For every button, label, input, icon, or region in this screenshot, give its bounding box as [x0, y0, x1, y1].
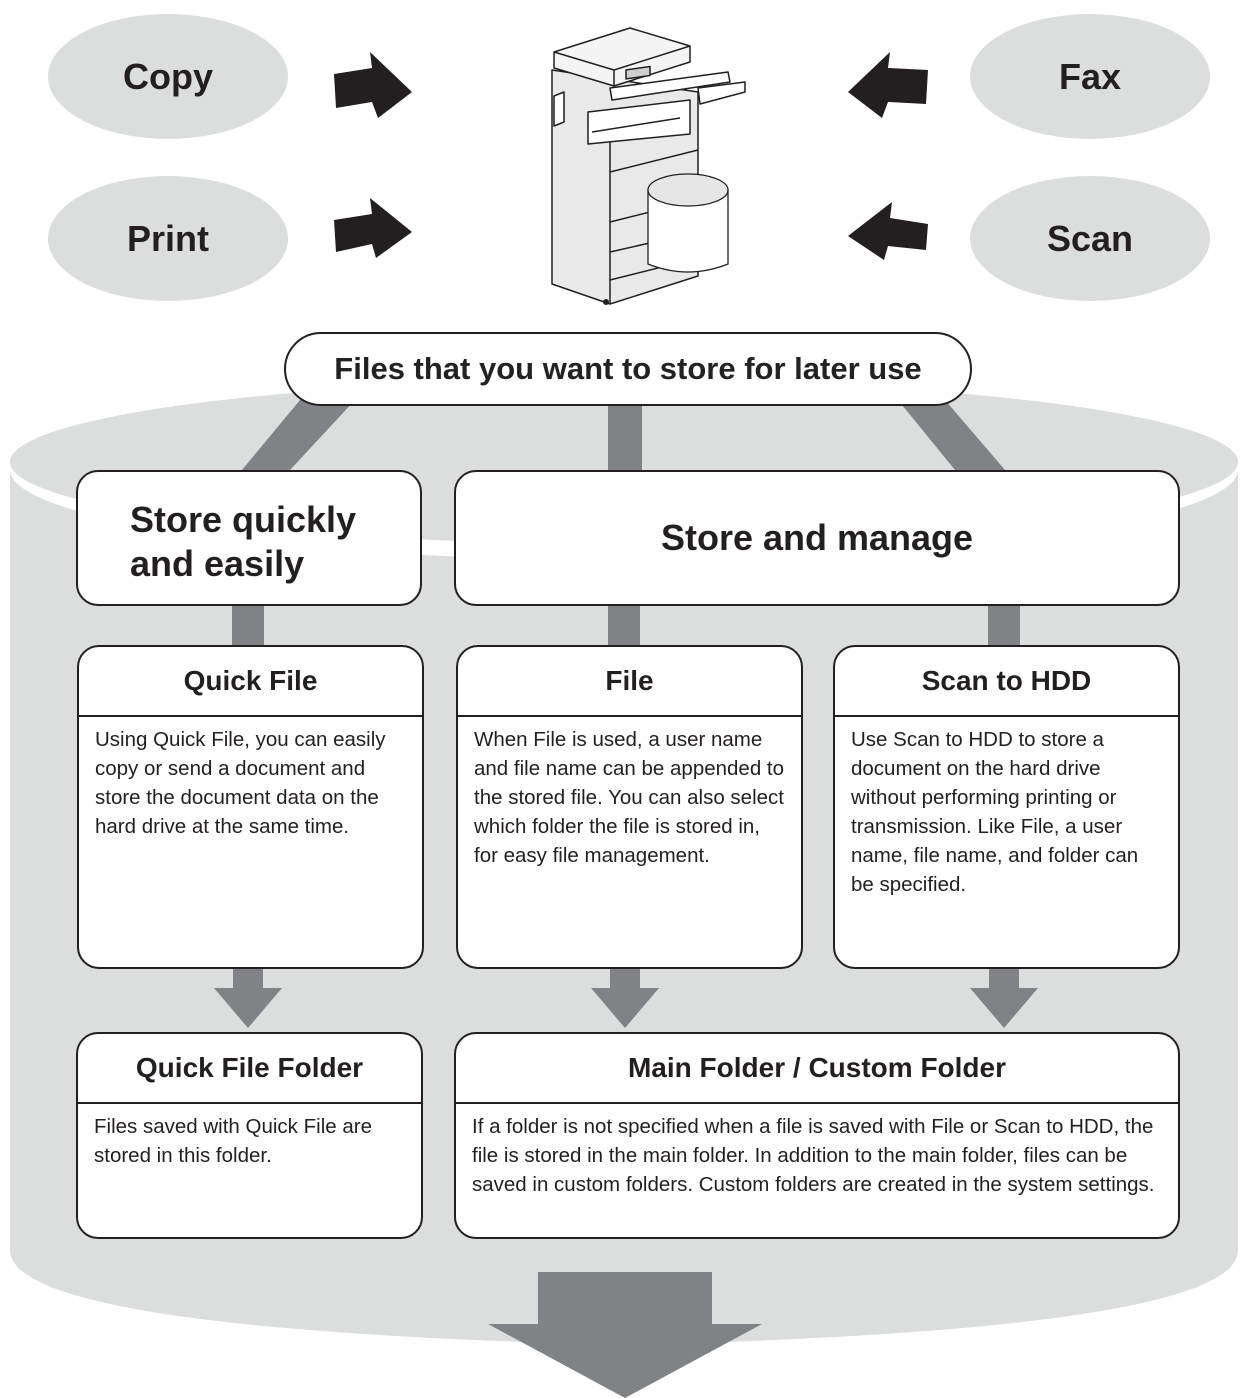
- arrow-left-icon: [848, 52, 928, 118]
- input-scan: Scan: [970, 176, 1210, 301]
- top-label: Files that you want to store for later u…: [334, 351, 922, 386]
- arrow-right-icon: [334, 198, 412, 258]
- mode-scan-to-hdd-text: Use Scan to HDD to store a document on t…: [851, 728, 1139, 896]
- mode-file-title: File: [458, 647, 801, 717]
- category-manage: Store and manage: [454, 470, 1180, 606]
- top-label-box: Files that you want to store for later u…: [284, 332, 972, 406]
- mode-scan-to-hdd-title: Scan to HDD: [835, 647, 1178, 717]
- category-manage-label: Store and manage: [660, 517, 974, 558]
- category-quick: Store quickly and easily: [76, 470, 422, 606]
- mode-quick-file-text: Using Quick File, you can easily copy or…: [95, 728, 386, 838]
- print-label: Print: [126, 217, 209, 259]
- copy-label: Copy: [123, 55, 213, 97]
- mode-file: File When File is used, a user name and …: [456, 645, 803, 969]
- folder-quick-file-title: Quick File Folder: [78, 1034, 421, 1104]
- folder-main-custom: Main Folder / Custom Folder If a folder …: [454, 1032, 1180, 1239]
- mode-quick-file: Quick File Using Quick File, you can eas…: [77, 645, 424, 969]
- folder-main-custom-title: Main Folder / Custom Folder: [456, 1034, 1178, 1104]
- scan-label: Scan: [1046, 217, 1134, 259]
- printer-icon: [551, 27, 746, 305]
- folder-main-custom-text: If a folder is not specified when a file…: [472, 1115, 1155, 1196]
- mode-scan-to-hdd: Scan to HDD Use Scan to HDD to store a d…: [833, 645, 1180, 969]
- folder-quick-file-text: Files saved with Quick File are stored i…: [94, 1115, 372, 1167]
- category-quick-label: Store quickly and easily: [130, 499, 357, 584]
- input-copy: Copy: [48, 14, 288, 139]
- arrow-right-icon: [334, 52, 412, 118]
- mode-quick-file-title: Quick File: [79, 647, 422, 717]
- fax-label: Fax: [1058, 55, 1122, 97]
- input-arrows: [334, 52, 928, 260]
- arrow-left-icon: [848, 202, 928, 260]
- mode-file-text: When File is used, a user name and file …: [474, 728, 785, 867]
- input-fax: Fax: [970, 14, 1210, 139]
- folder-quick-file: Quick File Folder Files saved with Quick…: [76, 1032, 423, 1239]
- input-print: Print: [48, 176, 288, 301]
